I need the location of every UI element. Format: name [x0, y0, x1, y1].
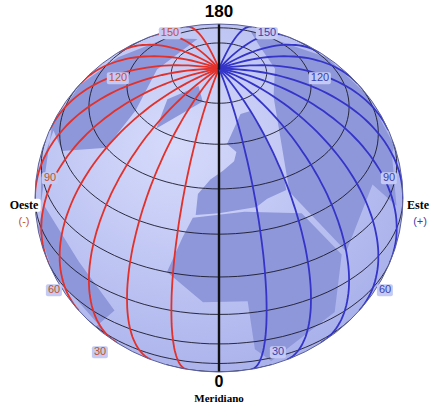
meridian-line [171, 69, 219, 369]
direction-label: Oeste [8, 199, 41, 212]
meridian-line [89, 69, 219, 343]
land-mass [196, 111, 287, 215]
meridian-line [219, 65, 388, 129]
longitude-number: 90 [381, 172, 397, 184]
longitude-number: 120 [107, 72, 129, 84]
prime-meridian [218, 69, 220, 372]
axis-title: Meridiano [192, 393, 246, 405]
meridian-line [219, 69, 267, 369]
meridian-line [60, 69, 219, 310]
longitude-number: 60 [377, 284, 393, 296]
meridian-line [219, 69, 349, 343]
longitude-number: 120 [309, 72, 331, 84]
meridian-line [219, 27, 251, 69]
meridian-line [219, 45, 319, 69]
sign-label: (+) [411, 216, 429, 228]
direction-label: Este [405, 199, 431, 212]
land-group [38, 31, 397, 361]
graticule [35, 24, 403, 372]
longitude-number: 90 [42, 172, 58, 184]
land-mass [156, 86, 202, 129]
meridian-line [219, 56, 357, 83]
globe-disc [35, 24, 403, 372]
sign-label: (-) [17, 216, 32, 228]
longitude-number: 150 [256, 27, 278, 39]
meridian-number: 180 [203, 3, 235, 21]
globe-rim [35, 24, 403, 372]
land-mass [167, 212, 342, 361]
meridian-line [219, 34, 285, 69]
meridian-line [219, 69, 403, 198]
meridian-line [219, 69, 311, 360]
meridian-number: 0 [213, 374, 226, 391]
meridian-line [219, 69, 378, 310]
longitude-number: 60 [46, 284, 62, 296]
longitude-number: 30 [92, 346, 108, 358]
meridian-line [127, 69, 219, 360]
meridian-line [218, 24, 220, 69]
longitude-number: 30 [270, 346, 286, 358]
longitude-number: 150 [159, 27, 181, 39]
